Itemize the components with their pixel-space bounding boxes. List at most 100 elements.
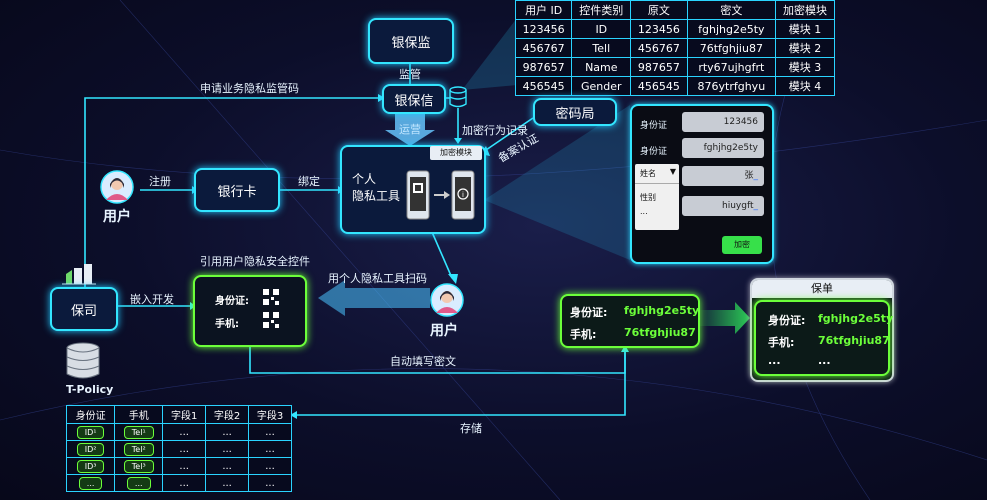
policy-more-value: ... bbox=[818, 354, 831, 367]
table-cell: 模块 2 bbox=[775, 38, 835, 58]
table-cell: Gender bbox=[571, 76, 632, 96]
table-header: 手机 bbox=[114, 405, 164, 424]
insurer-node: 保司 bbox=[50, 287, 118, 331]
privacy-tool-node: 个人 隐私工具 i bbox=[340, 145, 486, 234]
cbirc-node: 银保监 bbox=[368, 18, 454, 64]
table-cell: ... bbox=[162, 457, 207, 475]
table-cell: 456545 bbox=[630, 76, 688, 96]
bank-card-label: 银行卡 bbox=[217, 184, 257, 200]
table-cell: ID² bbox=[65, 440, 116, 458]
table-cell: Tel³ bbox=[114, 457, 164, 475]
user-top-label: 用户 bbox=[103, 209, 131, 225]
table-cell: 456767 bbox=[630, 38, 688, 58]
table-cell: 456545 bbox=[514, 76, 573, 96]
phone-scan-icon: i bbox=[406, 170, 475, 220]
tel-pill: Tel¹ bbox=[123, 425, 154, 439]
table-header: 原文 bbox=[630, 0, 688, 20]
cipher-field[interactable]: fghjhg2e5ty bbox=[682, 138, 764, 158]
table-cell: ... bbox=[162, 423, 207, 441]
table-cell: 模块 4 bbox=[775, 76, 835, 96]
table-row: ID² Tel² ... ... ... bbox=[65, 440, 292, 458]
table-cell: ... bbox=[162, 474, 207, 492]
apply-code-label: 申请业务隐私监管码 bbox=[200, 82, 299, 95]
insurer-label: 保司 bbox=[70, 303, 97, 319]
policy-id-value: fghjhg2e5ty bbox=[818, 312, 894, 325]
store-label: 存储 bbox=[460, 422, 482, 435]
privacy-tool-line1: 个人 bbox=[352, 172, 377, 186]
table-cell: 123456 bbox=[630, 19, 688, 39]
gender-value: hiuygft bbox=[722, 201, 754, 211]
privacy-control-box: 身份证: 手机: bbox=[193, 275, 307, 347]
embed-label: 嵌入开发 bbox=[130, 293, 174, 306]
policy-title-bar: 保单 bbox=[752, 280, 892, 298]
database-icon bbox=[66, 342, 100, 379]
table-row: 123456 ID 123456 fghjhg2e5ty 模块 1 bbox=[514, 19, 835, 39]
table-cell: ID¹ bbox=[65, 423, 116, 441]
table-row: ID¹ Tel¹ ... ... ... bbox=[65, 423, 292, 441]
tpolicy-label: T-Policy bbox=[66, 383, 114, 396]
encrypt-button-label: 加密 bbox=[734, 240, 750, 249]
table-cell: ... bbox=[205, 457, 250, 475]
top-table: 用户 ID 控件类别 原文 密文 加密模块 123456 ID 123456 f… bbox=[514, 0, 835, 96]
encrypt-form-panel: 身份证 123456 身份证 fghjhg2e5ty 姓名 ▼ 性别 ... 张… bbox=[630, 104, 774, 264]
table-cell: 模块 1 bbox=[775, 19, 835, 39]
quote-control-label: 引用用户隐私安全控件 bbox=[200, 255, 310, 268]
dropdown-selected[interactable]: 姓名 ▼ bbox=[635, 164, 679, 184]
table-cell: ... bbox=[205, 423, 250, 441]
id-pill: ... bbox=[78, 476, 103, 490]
cipher-id-label: 身份证: bbox=[570, 306, 608, 319]
gender-field[interactable]: hiuygft_ bbox=[682, 196, 764, 216]
crypto-bureau-label: 密码局 bbox=[555, 106, 595, 122]
cbit-label: 银保信 bbox=[394, 93, 434, 109]
encrypt-module-tag: 加密模块 bbox=[430, 146, 482, 160]
encrypt-module-tag-label: 加密模块 bbox=[440, 148, 472, 157]
dropdown-option[interactable]: 性别 bbox=[640, 193, 656, 202]
control-id-label: 身份证: bbox=[215, 296, 249, 307]
table-cell: 76tfghjiu87 bbox=[686, 38, 777, 58]
table-cell: ... bbox=[248, 423, 292, 441]
control-phone-label: 手机: bbox=[215, 319, 239, 330]
encrypt-record-label: 加密行为记录 bbox=[462, 124, 528, 137]
policy-box: 保单 身份证: fghjhg2e5ty 手机: 76tfghjiu87 ... … bbox=[750, 278, 894, 382]
table-cell: ... bbox=[162, 440, 207, 458]
name-value: 张 bbox=[744, 171, 754, 181]
table-cell: ... bbox=[205, 474, 250, 492]
table-row: ... ... ... ... ... bbox=[65, 474, 292, 492]
tel-pill: ... bbox=[126, 476, 151, 490]
policy-inner-box: 身份证: fghjhg2e5ty 手机: 76tfghjiu87 ... ... bbox=[754, 300, 894, 376]
cipher-box: 身份证: fghjhg2e5ty 手机: 76tfghjiu87 bbox=[560, 294, 700, 348]
table-cell: Tel² bbox=[114, 440, 164, 458]
name-field[interactable]: 张_ bbox=[682, 166, 764, 186]
encrypt-button[interactable]: 加密 bbox=[722, 236, 762, 254]
chevron-down-icon: ▼ bbox=[669, 167, 676, 176]
crypto-bureau-node: 密码局 bbox=[533, 98, 617, 126]
privacy-tool-line2: 隐私工具 bbox=[352, 189, 401, 203]
table-header: 密文 bbox=[686, 0, 777, 20]
user-avatar-icon bbox=[430, 283, 464, 317]
user-bottom-label: 用户 bbox=[430, 323, 458, 339]
field-dropdown[interactable]: 姓名 ▼ 性别 ... bbox=[635, 164, 679, 230]
table-header: 字段3 bbox=[248, 405, 292, 424]
table-header: 控件类别 bbox=[571, 0, 632, 20]
table-row: 456545 Gender 456545 876ytrfghyu 模块 4 bbox=[514, 76, 835, 96]
autofill-label: 自动填写密文 bbox=[390, 355, 456, 368]
user-avatar-icon bbox=[100, 170, 134, 204]
policy-phone-label: 手机: bbox=[768, 336, 795, 349]
table-row: ID³ Tel³ ... ... ... bbox=[65, 457, 292, 475]
privacy-tool-title: 个人 隐私工具 bbox=[352, 171, 400, 205]
table-cell: ... bbox=[65, 474, 116, 492]
table-cell: ... bbox=[248, 457, 292, 475]
table-cell: fghjhg2e5ty bbox=[686, 19, 777, 39]
table-cell: ... bbox=[114, 474, 164, 492]
bottom-table-container: 身份证 手机 字段1 字段2 字段3 ID¹ Tel¹ ... ... ... … bbox=[65, 405, 292, 492]
table-cell: ... bbox=[248, 440, 292, 458]
dropdown-option[interactable]: ... bbox=[640, 207, 648, 216]
table-cell: 987657 bbox=[630, 57, 688, 77]
scan-label: 用个人隐私工具扫码 bbox=[328, 272, 427, 285]
table-header-row: 用户 ID 控件类别 原文 密文 加密模块 bbox=[514, 0, 835, 20]
id-field[interactable]: 123456 bbox=[682, 112, 764, 132]
qr-code-icon[interactable] bbox=[263, 312, 279, 328]
qr-code-icon[interactable] bbox=[263, 289, 279, 305]
form-label: 身份证 bbox=[640, 147, 668, 157]
